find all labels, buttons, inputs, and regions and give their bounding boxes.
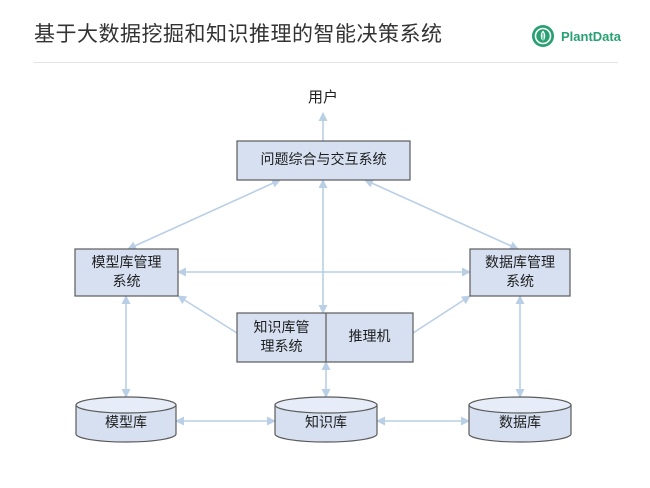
- inference-label: 推理机: [348, 329, 391, 345]
- kb-mgmt-label: 知识库管 理系统: [253, 319, 310, 355]
- kb-db-label: 知识库: [305, 414, 347, 431]
- model-db-label: 模型库: [105, 414, 147, 431]
- model-mgmt-label: 模型库管理 系统: [91, 254, 162, 290]
- arrow-qa-data-mgmt: [364, 179, 519, 250]
- arrow-qa-model-mgmt: [127, 179, 281, 250]
- qa-system-label: 问题综合与交互系统: [260, 152, 387, 168]
- header-divider: [34, 62, 618, 63]
- page-title: 基于大数据挖掘和知识推理的智能决策系统: [34, 22, 443, 46]
- user-label: 用户: [307, 87, 338, 106]
- data-mgmt-label: 数据库管理 系统: [485, 254, 555, 290]
- data-mgmt-box: [469, 248, 571, 297]
- qa-system-box: [236, 140, 411, 181]
- connectors: [121, 112, 525, 426]
- data-db-label: 数据库: [499, 414, 541, 431]
- arrow-model-mgmt-kb: [177, 295, 238, 334]
- model-db-cylinder: [75, 396, 177, 443]
- kb-inference-box: [236, 312, 414, 363]
- arrow-inference-data-mgmt: [412, 295, 471, 334]
- logo-text: PlantData: [561, 28, 621, 44]
- data-db-cylinder: [468, 396, 572, 443]
- brand-logo: PlantData: [531, 24, 621, 48]
- kb-db-cylinder: [274, 396, 378, 443]
- model-mgmt-box: [74, 248, 179, 297]
- plantdata-logo-icon: [532, 25, 554, 47]
